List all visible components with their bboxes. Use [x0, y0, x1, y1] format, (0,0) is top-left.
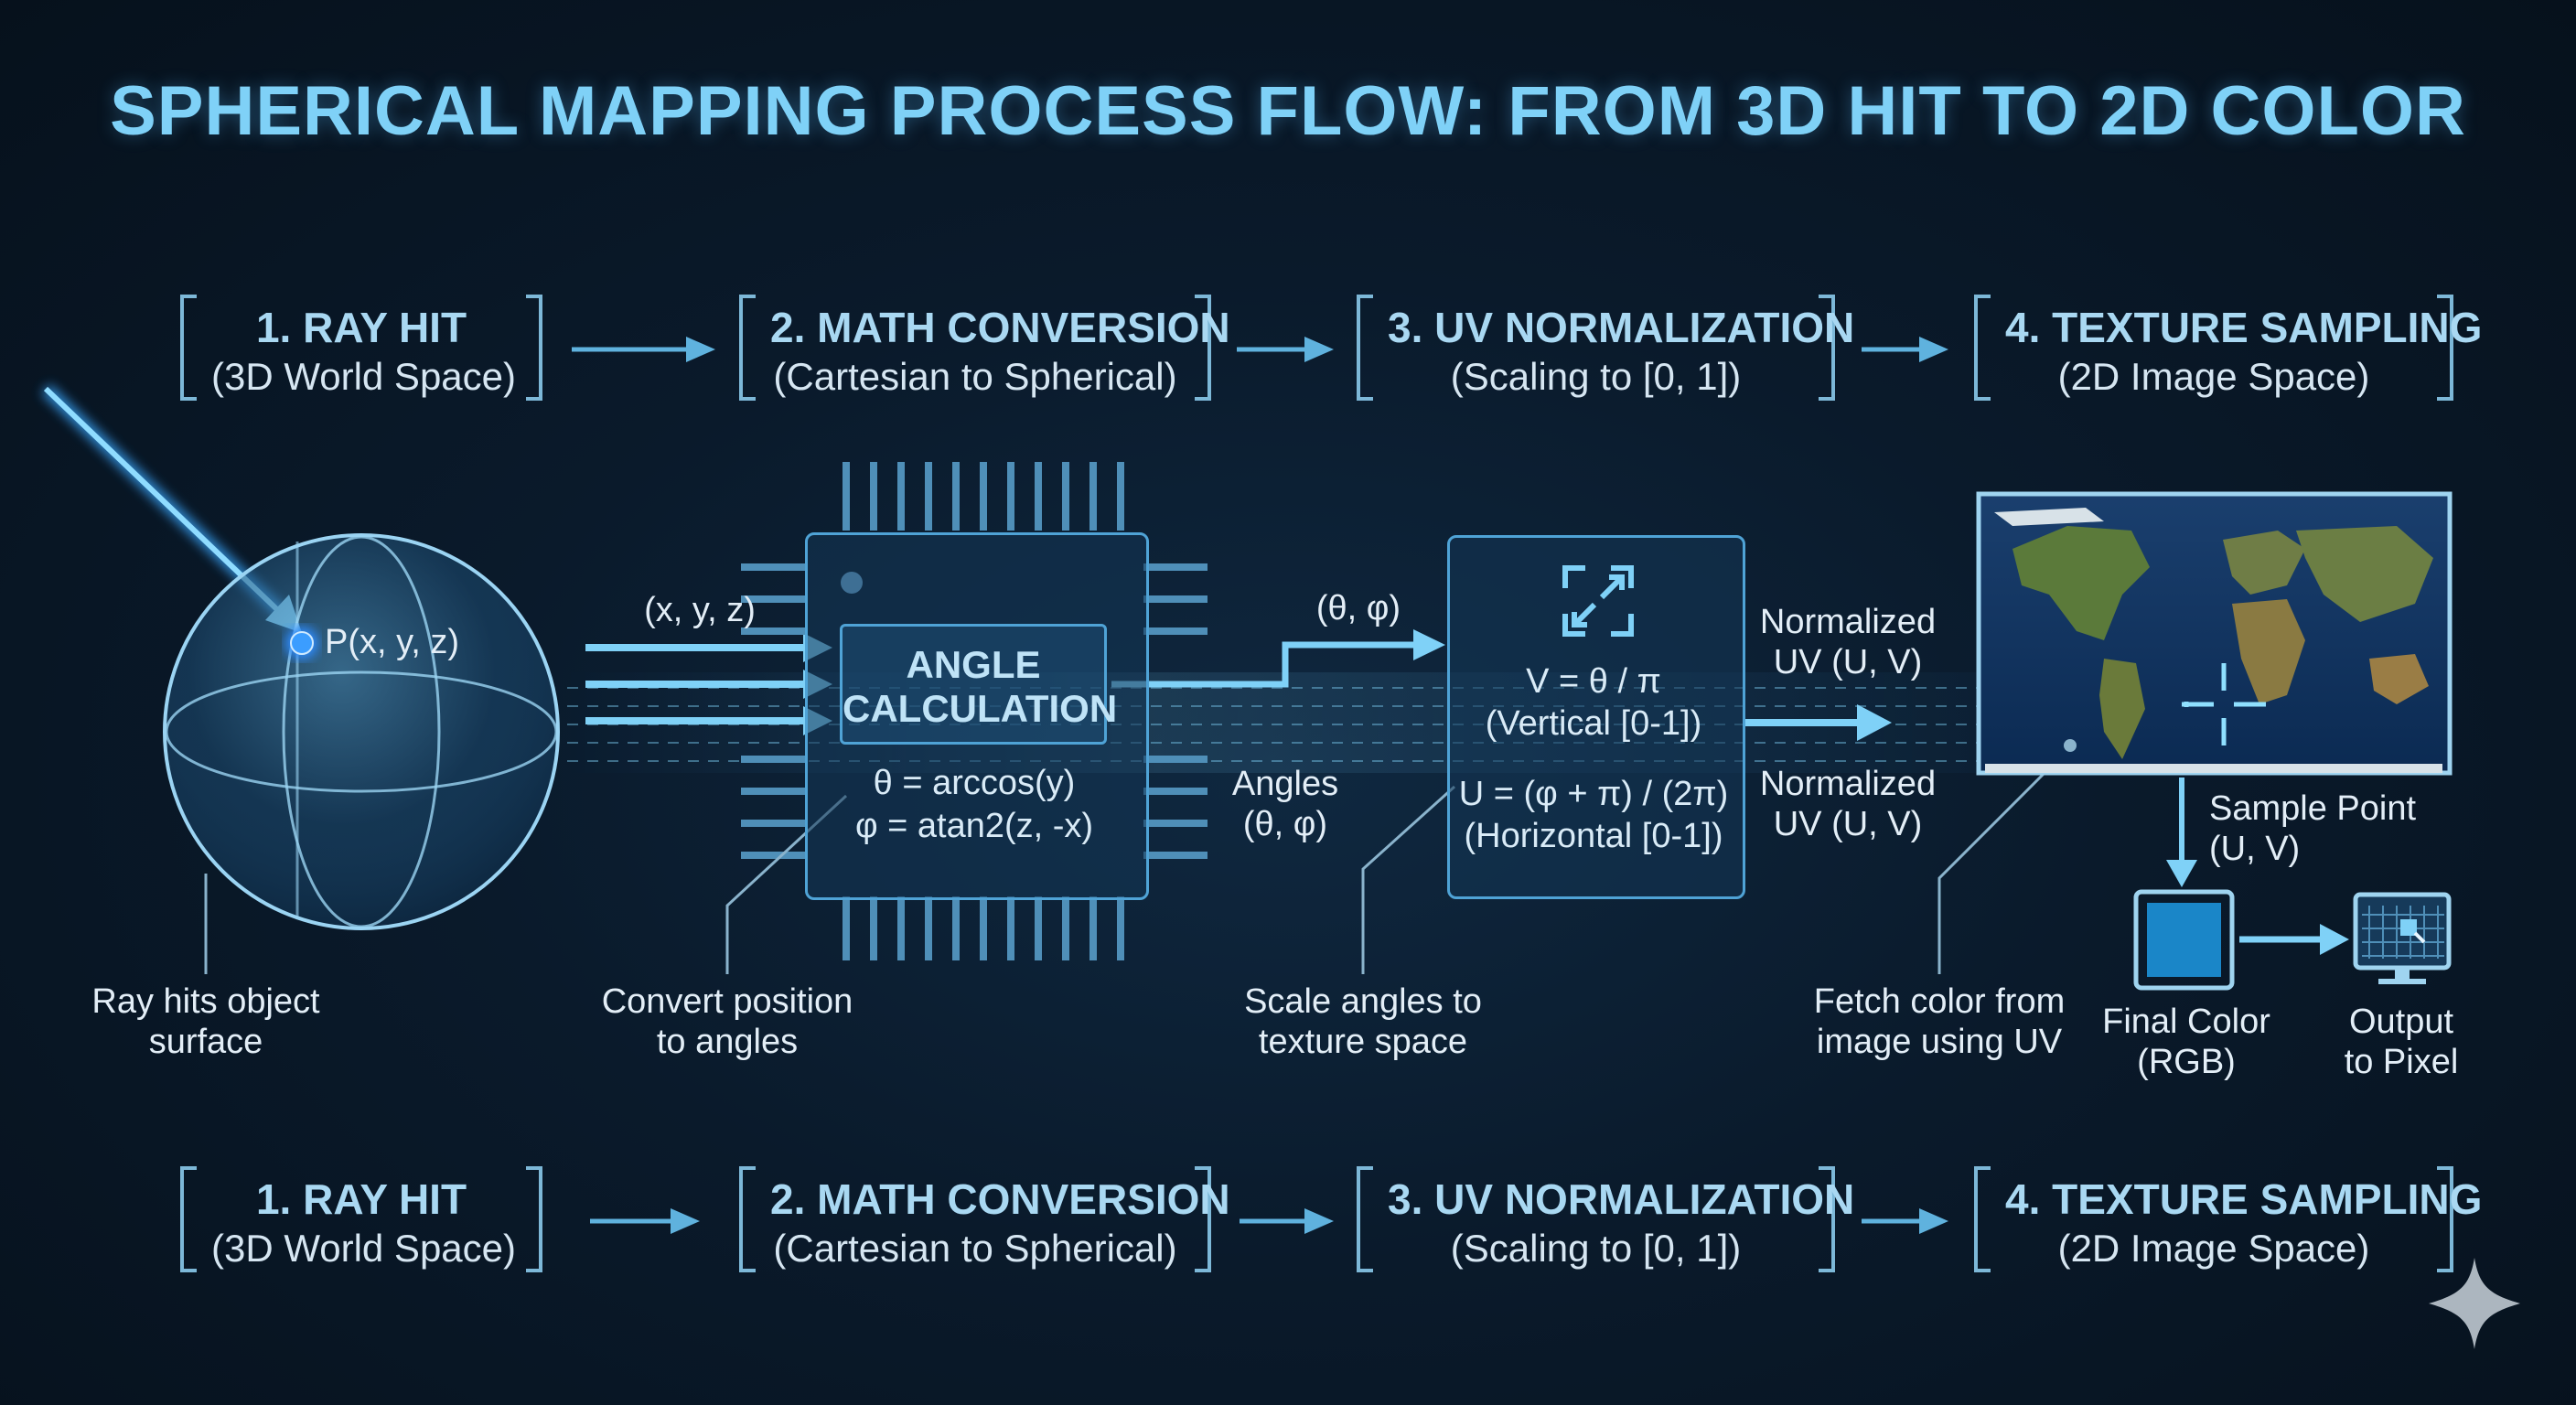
stage-subtitle: (Scaling to [0, 1]) — [1450, 1227, 1742, 1270]
caption-line: (θ, φ) — [1242, 805, 1328, 843]
stage-texture-sampling-bottom: 4. TEXTURE SAMPLING (2D Image Space) — [1974, 1166, 2483, 1272]
caption-line: (RGB) — [2137, 1043, 2236, 1081]
caption-line: Ray hits object — [91, 982, 320, 1021]
angle-arrow — [1111, 641, 1413, 688]
stage-uv-normalization-bottom: 3. UV NORMALIZATION (Scaling to [0, 1]) — [1357, 1166, 1855, 1272]
u-formula: U = (φ + π) / (2π) — [1458, 775, 1729, 813]
crosshair — [2182, 663, 2266, 745]
stage-title: 2. MATH CONVERSION — [770, 304, 1230, 351]
caption-line: UV (U, V) — [1773, 805, 1923, 843]
theta-formula: θ = arccos(y) — [873, 764, 1076, 802]
caption-line: Normalized — [1759, 765, 1937, 803]
stage-ray-hit-top: 1. RAY HIT (3D World Space) — [180, 295, 542, 401]
input-arrows — [585, 633, 832, 735]
stage-title: 4. TEXTURE SAMPLING — [2005, 1175, 2483, 1223]
stage-subtitle: (2D Image Space) — [2057, 355, 2370, 398]
stage-math-conversion-bottom: 2. MATH CONVERSION (Cartesian to Spheric… — [739, 1166, 1230, 1272]
caption-line: Output — [2348, 1003, 2454, 1041]
stage-subtitle: (2D Image Space) — [2057, 1227, 2370, 1270]
caption-line: to Pixel — [2344, 1043, 2459, 1081]
theta-phi-input-label: (θ, φ) — [1315, 589, 1401, 627]
caption-line: Final Color — [2102, 1003, 2270, 1041]
stage-title: 2. MATH CONVERSION — [770, 1175, 1230, 1223]
sample-arrow — [2166, 778, 2197, 887]
chip-title: ANGLE — [906, 643, 1041, 686]
stage-title: 1. RAY HIT — [255, 1175, 467, 1223]
final-color-label: Final Color (RGB) — [2090, 1002, 2282, 1082]
uv-caption: Scale angles to texture space — [1217, 981, 1509, 1062]
stage-title: 3. UV NORMALIZATION — [1388, 1175, 1855, 1223]
caption-line: Sample Point — [2209, 789, 2417, 828]
stage-arrows-top — [572, 337, 1948, 362]
caption-line: Convert position — [601, 982, 853, 1021]
monitor-icon — [2353, 892, 2452, 984]
stage-texture-sampling-top: 4. TEXTURE SAMPLING (2D Image Space) — [1974, 295, 2483, 401]
stage-title: 4. TEXTURE SAMPLING — [2005, 304, 2483, 351]
caption-line: (U, V) — [2209, 830, 2301, 868]
sparkle-icon — [2429, 1258, 2520, 1349]
sample-point-label: Sample Point (U, V) — [2209, 788, 2429, 869]
caption-line: texture space — [1258, 1023, 1468, 1061]
stage-subtitle: (3D World Space) — [211, 355, 517, 398]
caption-line: surface — [148, 1023, 263, 1061]
expand-icon — [1562, 565, 1634, 637]
fetch-caption: Fetch color from image using UV — [1798, 981, 2081, 1062]
angle-calculation-block: ANGLE CALCULATION — [840, 624, 1118, 745]
page-title: SPHERICAL MAPPING PROCESS FLOW: FROM 3D … — [110, 72, 2466, 150]
stage-subtitle: (Scaling to [0, 1]) — [1450, 355, 1742, 398]
ray-hit-caption: Ray hits object surface — [64, 981, 348, 1062]
caption-line: Fetch color from — [1813, 982, 2066, 1021]
caption-line: Angles — [1231, 765, 1339, 803]
angles-label: Angles (θ, φ) — [1208, 764, 1363, 844]
swatch-to-monitor-arrow — [2239, 924, 2349, 955]
u-note: (Horizontal [0-1]) — [1464, 817, 1723, 855]
stage-title: 3. UV NORMALIZATION — [1388, 304, 1855, 351]
uv-arrow — [1743, 704, 1892, 741]
caption-line: Normalized — [1759, 603, 1937, 641]
world-map — [1976, 491, 2453, 776]
chip-dot — [841, 572, 863, 594]
chip-title: CALCULATION — [843, 687, 1118, 730]
v-note: (Vertical [0-1]) — [1485, 704, 1702, 743]
math-caption: Convert position to angles — [576, 981, 878, 1062]
chip — [741, 462, 1208, 960]
uv-normalization-block — [1447, 535, 1745, 899]
stage-subtitle: (3D World Space) — [211, 1227, 517, 1270]
stage-title: 1. RAY HIT — [255, 304, 467, 351]
stage-arrows-bottom — [590, 1208, 1948, 1234]
normalized-uv-label-top: Normalized UV (U, V) — [1743, 602, 1953, 682]
caption-line: Scale angles to — [1244, 982, 1482, 1021]
sphere — [163, 533, 560, 974]
phi-formula: φ = atan2(z, -x) — [854, 807, 1094, 845]
output-pixel-label: Output to Pixel — [2328, 1002, 2474, 1082]
stage-subtitle: (Cartesian to Spherical) — [773, 1227, 1177, 1270]
v-formula: V = θ / π — [1526, 662, 1661, 701]
normalized-uv-label-bottom: Normalized UV (U, V) — [1743, 764, 1953, 844]
caption-line: to angles — [656, 1023, 799, 1061]
stage-uv-normalization-top: 3. UV NORMALIZATION (Scaling to [0, 1]) — [1357, 295, 1855, 401]
caption-line: UV (U, V) — [1773, 643, 1923, 681]
stage-math-conversion-top: 2. MATH CONVERSION (Cartesian to Spheric… — [739, 295, 1230, 401]
caption-line: image using UV — [1816, 1023, 2063, 1061]
stage-subtitle: (Cartesian to Spherical) — [773, 355, 1177, 398]
xyz-input-label: (x, y, z) — [644, 591, 756, 629]
hit-point-label: P(x, y, z) — [325, 623, 460, 661]
color-swatch — [2133, 889, 2235, 991]
stage-ray-hit-bottom: 1. RAY HIT (3D World Space) — [180, 1166, 542, 1272]
